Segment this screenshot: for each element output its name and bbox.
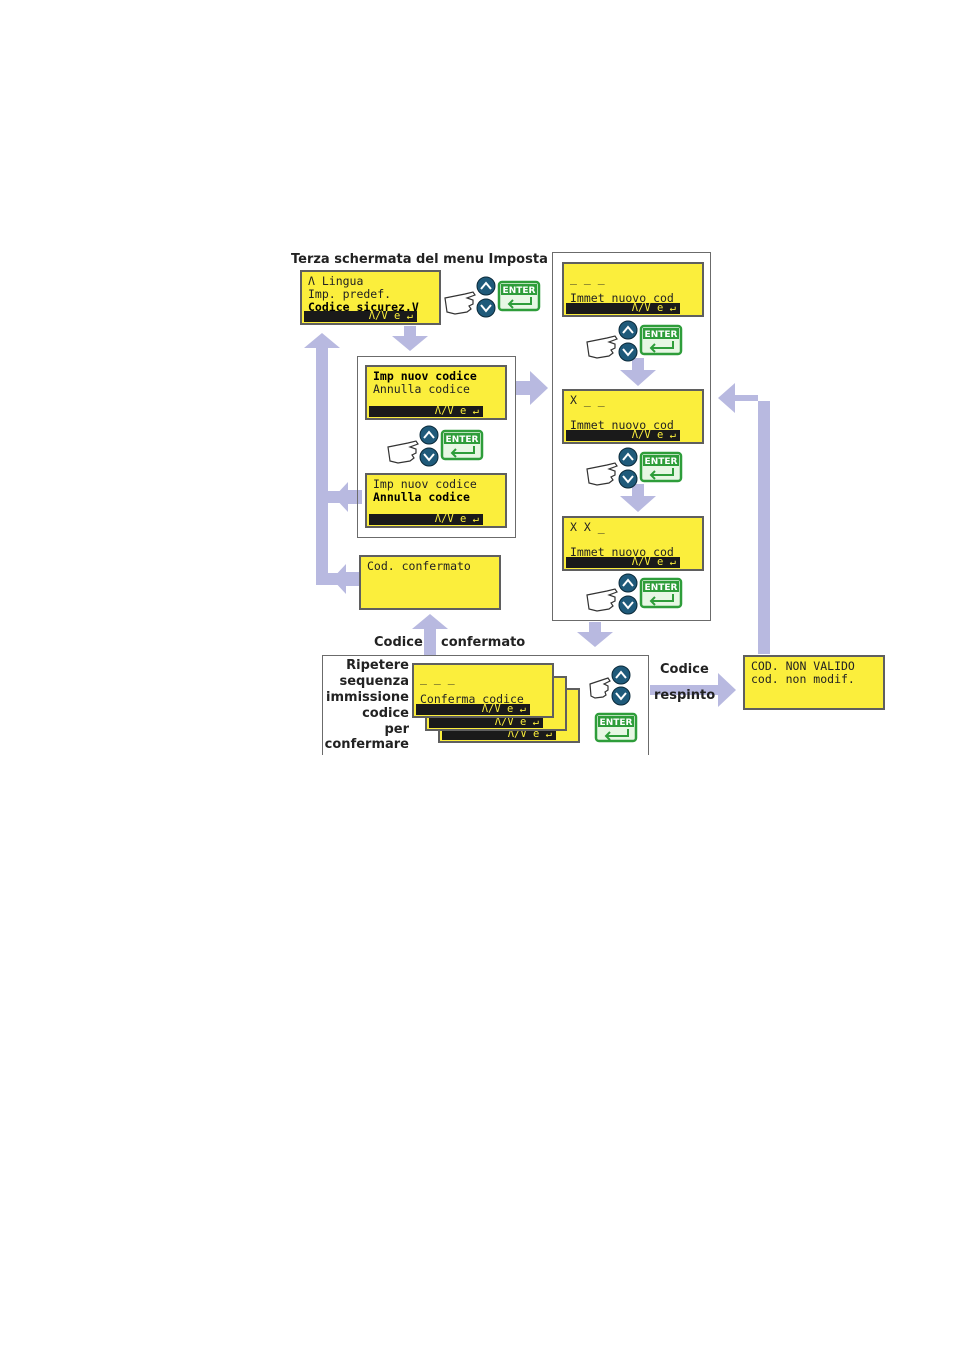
arrow-entry-3 — [577, 622, 613, 647]
lcd-line: Λ Lingua — [308, 274, 364, 288]
hand-pointer-icon — [586, 588, 618, 612]
hand-pointer-icon — [444, 291, 476, 315]
nav-hint: Λ/V e ↵ — [369, 406, 483, 417]
diagram-title: Terza schermata del menu Imposta — [291, 252, 548, 267]
down-arrow-key-icon[interactable] — [618, 342, 638, 362]
keypad-group: ENTER — [386, 425, 486, 471]
lcd-line: X _ _ — [570, 393, 605, 407]
lcd-entry-one: X _ _ Immet nuovo cod Λ/V e ↵ — [562, 389, 704, 444]
arrow-annulla-stem — [316, 491, 348, 503]
hand-pointer-icon — [589, 677, 611, 699]
down-arrow-key-icon[interactable] — [611, 686, 631, 706]
keypad-group: ENTER — [585, 447, 685, 493]
enter-key-label: ENTER — [446, 435, 479, 445]
up-arrow-key-icon[interactable] — [476, 276, 496, 296]
up-arrow-key-icon[interactable] — [618, 573, 638, 593]
lcd-line: Immet nuovo cod — [570, 291, 674, 305]
lcd-non-valido: COD. NON VALIDO cod. non modif. — [743, 655, 885, 710]
arrow-to-respinto — [650, 673, 736, 707]
lcd-annulla: Imp nuov codice Annulla codice Λ/V e ↵ — [365, 473, 507, 528]
arrow-up-confermato — [412, 614, 448, 655]
nav-hint: Λ/V e ↵ — [369, 514, 483, 525]
lcd-line: COD. NON VALIDO — [751, 659, 855, 673]
nav-hint: Λ/V e ↵ — [566, 557, 680, 568]
keypad-vertical: ENTER — [588, 664, 640, 744]
entry-frame — [552, 252, 711, 621]
confirm-frame — [322, 655, 649, 755]
label-codice-respinto: Codice — [660, 662, 709, 677]
keypad-group: ENTER — [585, 320, 685, 366]
label-repeat-6: confermare — [324, 737, 409, 752]
lcd-line: cod. non modif. — [751, 672, 855, 686]
up-arrow-key-icon[interactable] — [618, 320, 638, 340]
label-repeat-1: Ripetere — [346, 658, 409, 673]
arrow-to-entry — [516, 371, 548, 405]
label-repeat-3: immissione — [326, 690, 409, 705]
lcd-line: Annulla codice — [373, 490, 470, 504]
lcd-line: Imp nuov codice — [373, 477, 477, 491]
enter-key-icon[interactable]: ENTER — [497, 280, 541, 312]
enter-key-icon[interactable]: ENTER — [639, 324, 683, 356]
submenu-frame — [357, 356, 516, 538]
arrow-respinto-return — [718, 383, 770, 654]
lcd-conferma: _ _ _ Conferma codice Λ/V e ↵ — [412, 663, 554, 718]
nav-hint: Λ/V e ↵ — [416, 704, 530, 715]
label-confermato: confermato — [441, 635, 526, 650]
up-arrow-key-icon[interactable] — [611, 665, 631, 685]
lcd-imp-nuovo: Imp nuov codice Annulla codice Λ/V e ↵ — [365, 365, 507, 420]
label-repeat-4: codice — [362, 706, 409, 721]
down-arrow-key-icon[interactable] — [618, 595, 638, 615]
keypad-group: ENTER — [443, 276, 543, 322]
label-codice-confermato-left: Codice — [374, 635, 423, 650]
nav-hint: Λ/V e ↵ — [429, 717, 543, 728]
arrow-menu-down — [392, 326, 428, 351]
enter-key-icon[interactable]: ENTER — [639, 577, 683, 609]
down-arrow-key-icon[interactable] — [618, 469, 638, 489]
enter-key-icon[interactable]: ENTER — [594, 712, 638, 743]
lcd-line: Cod. confermato — [367, 559, 471, 573]
lcd-entry-two: X X _ Immet nuovo cod Λ/V e ↵ — [562, 516, 704, 571]
lcd-menu: Λ Lingua Imp. predef. Codice sicurez.V Λ… — [300, 270, 441, 325]
hand-pointer-icon — [387, 440, 419, 464]
arrow-entry-1 — [620, 358, 656, 386]
enter-key-icon[interactable]: ENTER — [639, 451, 683, 483]
enter-key-icon[interactable]: ENTER — [440, 429, 484, 461]
arrow-entry-2 — [620, 484, 656, 512]
lcd-entry-empty: _ _ _ Immet nuovo cod Λ/V e ↵ — [562, 262, 704, 317]
enter-key-label: ENTER — [503, 286, 536, 296]
enter-key-label: ENTER — [645, 583, 678, 593]
lcd-line: _ _ _ — [420, 671, 455, 685]
enter-key-label: ENTER — [645, 330, 678, 340]
hand-pointer-icon — [586, 462, 618, 486]
arrow-confermato-stem — [316, 573, 346, 585]
lcd-line: Immet nuovo cod — [570, 545, 674, 559]
nav-hint: Λ/V e ↵ — [566, 430, 680, 441]
enter-key-label: ENTER — [645, 457, 678, 467]
lcd-line: Conferma codice — [420, 692, 524, 706]
lcd-line: Annulla codice — [373, 382, 470, 396]
lcd-line: Imp nuov codice — [373, 369, 477, 383]
nav-hint: Λ/V e ↵ — [304, 311, 417, 322]
hand-pointer-icon — [586, 335, 618, 359]
lcd-line: Codice sicurez.V — [308, 300, 419, 314]
lcd-cod-confermato: Cod. confermato — [359, 555, 501, 610]
lcd-line: _ _ _ — [570, 271, 605, 285]
up-arrow-key-icon[interactable] — [419, 425, 439, 445]
label-repeat-5: per — [384, 722, 409, 737]
keypad-group: ENTER — [585, 573, 685, 619]
down-arrow-key-icon[interactable] — [476, 298, 496, 318]
lcd-line: Imp. predef. — [308, 287, 392, 301]
arrow-return-to-menu — [304, 333, 340, 578]
enter-key-label: ENTER — [600, 718, 633, 728]
up-arrow-key-icon[interactable] — [618, 447, 638, 467]
down-arrow-key-icon[interactable] — [419, 447, 439, 467]
lcd-line: Immet nuovo cod — [570, 418, 674, 432]
label-repeat-2: sequenza — [339, 674, 409, 689]
nav-hint: Λ/V e ↵ — [442, 729, 556, 740]
lcd-line: X X _ — [570, 520, 605, 534]
label-respinto: respinto — [654, 688, 716, 703]
nav-hint: Λ/V e ↵ — [566, 303, 680, 314]
